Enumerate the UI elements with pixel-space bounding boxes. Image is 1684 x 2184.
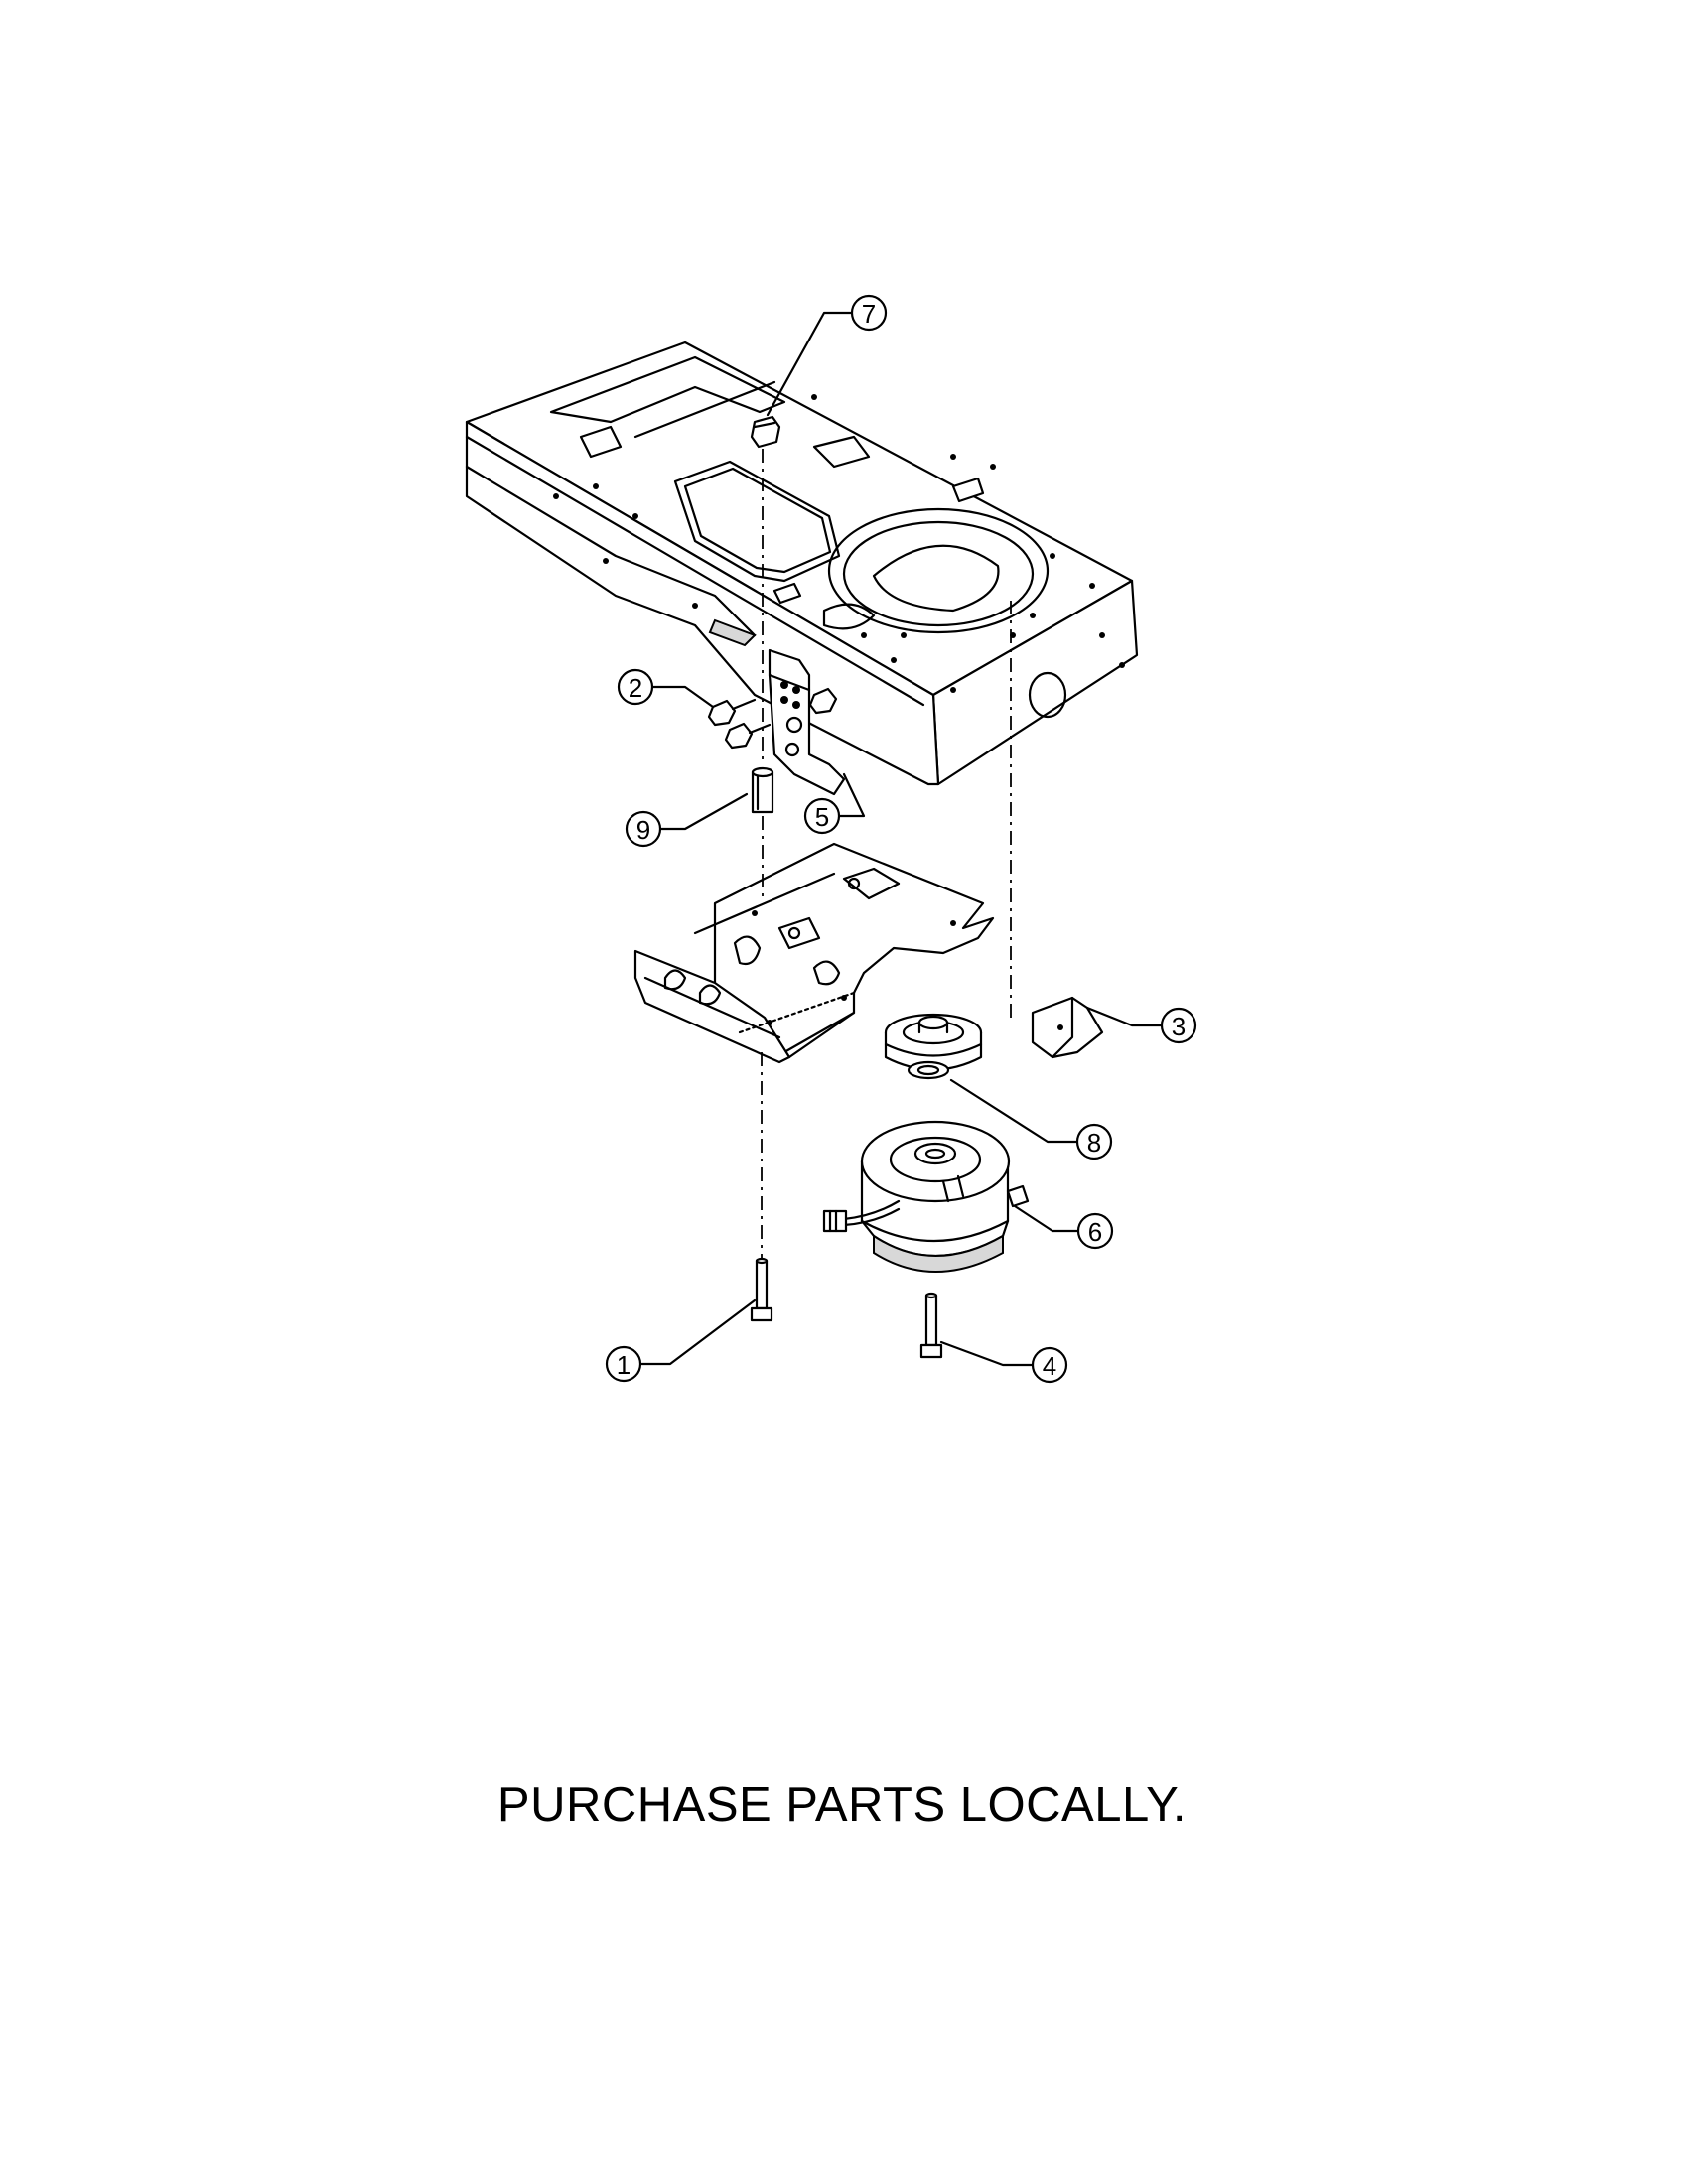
- callout-5-label: 5: [815, 802, 829, 832]
- tractor-frame: [465, 341, 1139, 796]
- callout-7: 7: [850, 294, 888, 332]
- callout-3-label: 3: [1172, 1012, 1186, 1041]
- callout-leaders: [638, 311, 1164, 1367]
- pulley: [884, 1013, 983, 1071]
- part-7-nut: [750, 415, 781, 449]
- clutch-bracket-plate: [633, 842, 995, 1064]
- callout-6: 6: [1076, 1212, 1114, 1250]
- part-4-bolt: [919, 1292, 943, 1359]
- callout-8: 8: [1075, 1123, 1113, 1160]
- callout-9: 9: [625, 810, 662, 848]
- callout-1: 1: [605, 1345, 642, 1383]
- callout-2-label: 2: [629, 673, 642, 703]
- purchase-parts-note: PURCHASE PARTS LOCALLY.: [496, 1778, 1188, 1832]
- assembly-centerlines: [761, 449, 1012, 1259]
- callout-9-label: 9: [636, 815, 650, 845]
- callout-5: 5: [803, 797, 841, 835]
- callout-4: 4: [1031, 1346, 1068, 1384]
- callout-4-label: 4: [1043, 1351, 1056, 1381]
- callout-6-label: 6: [1088, 1217, 1102, 1247]
- callout-7-label: 7: [862, 299, 876, 329]
- part-2-bolts: [707, 687, 838, 750]
- part-6-pto-clutch: [822, 1120, 1030, 1273]
- callout-3: 3: [1160, 1007, 1197, 1044]
- callout-2: 2: [617, 668, 654, 706]
- part-1-bolt: [750, 1257, 773, 1322]
- callout-8-label: 8: [1087, 1128, 1101, 1158]
- part-3-bracket: [1031, 996, 1104, 1059]
- callout-1-label: 1: [617, 1350, 631, 1380]
- part-8-washer: [907, 1060, 950, 1080]
- part-9-spacer: [751, 766, 774, 814]
